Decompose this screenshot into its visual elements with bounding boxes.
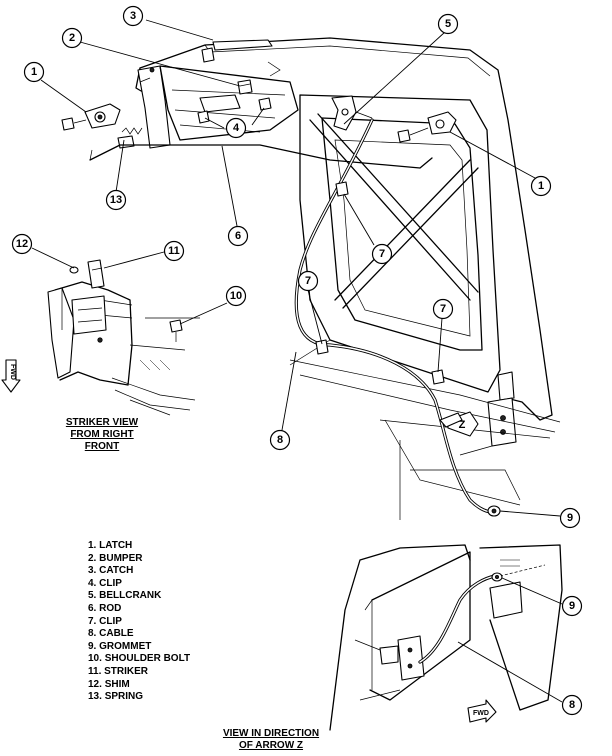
callout-9b: 9	[561, 595, 583, 617]
callout-7c: 7	[432, 298, 454, 320]
svg-text:4: 4	[233, 122, 240, 134]
svg-text:6: 6	[235, 230, 241, 242]
striker-caption-line-1: STRIKER VIEW	[65, 417, 139, 428]
fwd-arrow-bottom: FWD	[467, 699, 497, 723]
parts-legend: 1. LATCH 2. BUMPER 3. CATCH 4. CLIP 5. B…	[88, 540, 248, 704]
svg-text:7: 7	[440, 303, 446, 315]
striker-view-caption: STRIKER VIEW FROM RIGHT FRONT	[52, 417, 152, 453]
svg-text:8: 8	[569, 699, 575, 711]
svg-text:8: 8	[277, 434, 283, 446]
fwd-label-left: FWD	[9, 364, 16, 380]
arrow-z-letter: Z	[459, 419, 466, 431]
fwd-arrow-left: FWD	[1, 359, 21, 393]
callout-8a: 8	[269, 429, 291, 451]
legend-item: 7. CLIP	[88, 615, 122, 627]
callout-4: 4	[225, 117, 247, 139]
svg-text:11: 11	[168, 245, 180, 257]
svg-text:3: 3	[130, 10, 136, 22]
view-z	[329, 544, 563, 731]
hood-assembly	[135, 37, 561, 520]
fwd-arrow-main	[439, 412, 463, 428]
arrow-z-caption-line-1: VIEW IN DIRECTION	[222, 728, 320, 739]
callout-6: 6	[227, 225, 249, 247]
legend-item: 1. LATCH	[88, 540, 133, 551]
svg-text:2: 2	[69, 32, 75, 44]
bellcrank	[331, 95, 373, 131]
callout-12: 12	[11, 233, 33, 255]
cable	[294, 118, 494, 514]
legend-item: 9. GROMMET	[88, 640, 152, 652]
clips-7	[315, 181, 445, 385]
svg-text:12: 12	[16, 238, 28, 250]
legend-item: 10. SHOULDER BOLT	[88, 653, 191, 665]
callout-11: 11	[163, 240, 185, 262]
legend-item: 13. SPRING	[88, 691, 144, 703]
catch	[201, 39, 273, 63]
leader-lines	[31, 19, 563, 703]
striker-caption-line-2: FROM RIGHT	[70, 429, 134, 440]
callout-3: 3	[122, 5, 144, 27]
svg-text:1: 1	[538, 180, 544, 192]
clips-4	[197, 97, 272, 124]
callout-1b: 1	[530, 175, 552, 197]
latch-left	[61, 103, 121, 131]
callout-9a: 9	[559, 507, 581, 529]
fwd-label-bottom: FWD	[473, 710, 489, 717]
legend-item: 6. ROD	[88, 602, 122, 614]
svg-text:13: 13	[110, 194, 122, 206]
callout-8b: 8	[561, 694, 583, 716]
arrow-z-caption-line-2: OF ARROW Z	[238, 740, 304, 751]
callout-5: 5	[437, 13, 459, 35]
arrow-z-view-caption: VIEW IN DIRECTION OF ARROW Z	[206, 728, 336, 752]
striker-view	[47, 259, 200, 416]
svg-text:7: 7	[305, 275, 311, 287]
legend-item: 4. CLIP	[88, 577, 122, 589]
bumper	[237, 79, 253, 95]
legend-item: 12. SHIM	[88, 678, 130, 690]
callout-7a: 7	[371, 243, 393, 265]
latch-right	[397, 111, 457, 143]
legend-item: 8. CABLE	[88, 628, 134, 640]
radiator-support	[137, 61, 299, 149]
svg-text:1: 1	[31, 66, 37, 78]
callout-2: 2	[61, 27, 83, 49]
striker-caption-line-3: FRONT	[84, 441, 120, 452]
legend-item: 5. BELLCRANK	[88, 590, 162, 602]
callout-10: 10	[225, 285, 247, 307]
callout-13: 13	[105, 189, 127, 211]
grommet-main	[487, 505, 501, 517]
legend-item: 2. BUMPER	[88, 552, 143, 564]
svg-text:10: 10	[230, 290, 242, 302]
callout-7b: 7	[297, 270, 319, 292]
svg-text:9: 9	[567, 512, 573, 524]
legend-item: 3. CATCH	[88, 565, 134, 577]
rod	[89, 144, 433, 169]
legend-item: 11. STRIKER	[88, 665, 149, 677]
svg-text:7: 7	[379, 248, 385, 260]
svg-text:9: 9	[569, 600, 575, 612]
svg-text:5: 5	[445, 18, 451, 30]
callout-1a: 1	[23, 61, 45, 83]
